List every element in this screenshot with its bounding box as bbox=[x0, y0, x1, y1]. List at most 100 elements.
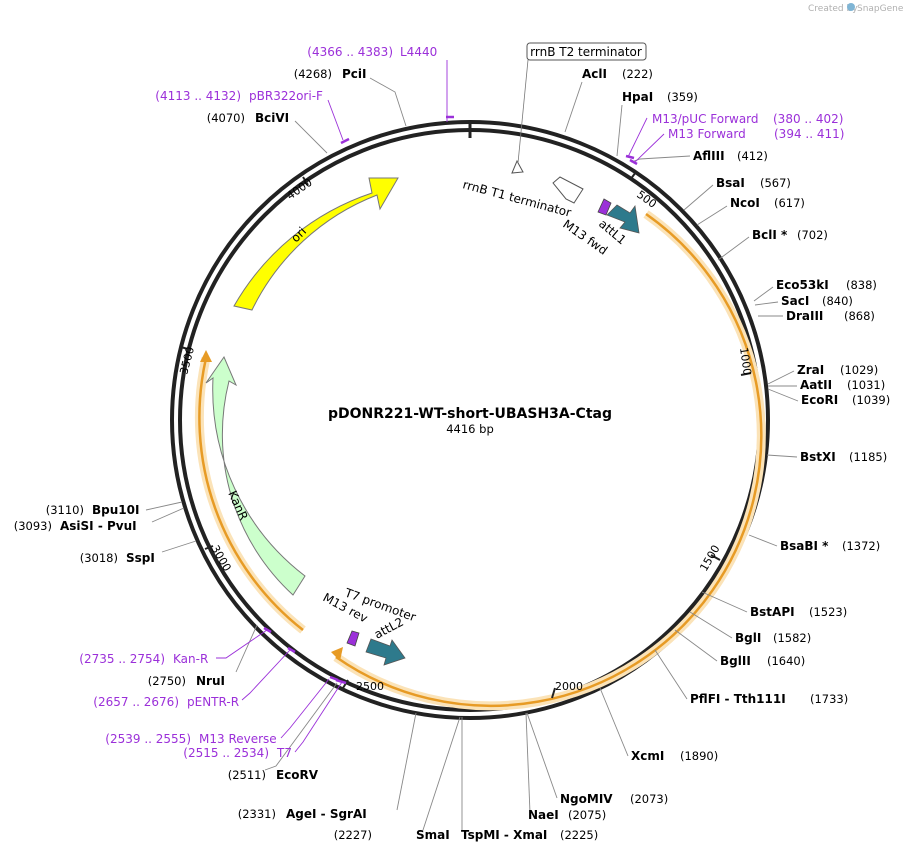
rrnb-t1-terminator-feature bbox=[552, 176, 584, 204]
site-labels: AclI(222)HpaI(359)AflIII(412)BsaI(567)Nc… bbox=[14, 45, 891, 842]
primer-leader-m13pucforward bbox=[627, 117, 648, 158]
enzyme-name-bgli: BglI bbox=[735, 631, 761, 645]
leader-bstapi bbox=[701, 591, 748, 613]
leader-ecori bbox=[767, 388, 799, 402]
enzyme-name-bcivi: BciVI bbox=[255, 111, 289, 125]
enzyme-pos-asisi: (3093) bbox=[14, 519, 52, 533]
enzyme-pos-eco53ki: (838) bbox=[846, 278, 877, 292]
enzyme-pos-ncoi: (617) bbox=[774, 196, 805, 210]
leader-bglii bbox=[674, 629, 718, 662]
enzyme-pos-sspi: (3018) bbox=[80, 551, 118, 565]
primer-leader-t7 bbox=[294, 681, 343, 753]
enzyme-name-sspi: SspI bbox=[126, 551, 155, 565]
plasmid-name: pDONR221-WT-short-UBASH3A-Ctag bbox=[328, 406, 612, 422]
leader-bcivi bbox=[294, 120, 328, 154]
tick-label-1000: 1000 bbox=[737, 347, 754, 377]
kanr-feature bbox=[205, 355, 306, 596]
leader-xcmi bbox=[599, 687, 629, 757]
primer-name-m13forward: M13 Forward bbox=[668, 127, 746, 141]
enzyme-pos-aatii: (1031) bbox=[847, 378, 885, 392]
enzyme-name-bglii: BglII bbox=[720, 654, 751, 668]
primer-mark-kanr bbox=[263, 626, 272, 634]
enzyme-name-bsabi: BsaBI * bbox=[780, 539, 829, 553]
enzyme-name-nrui: NruI bbox=[196, 674, 225, 688]
leader-pflfi bbox=[654, 649, 688, 700]
enzyme-pos-ngomiv: (2073) bbox=[630, 792, 668, 806]
leader-sspi bbox=[161, 540, 197, 553]
leader-naei bbox=[525, 712, 531, 814]
enzyme-name-naei: NaeI bbox=[528, 808, 559, 822]
leader-lines bbox=[145, 60, 799, 831]
kanr-label: KanR bbox=[225, 489, 250, 523]
orf-2-arrowhead-icon bbox=[200, 350, 212, 362]
enzyme-pos-smai: (2227) bbox=[334, 828, 372, 842]
enzyme-name-ncoi: NcoI bbox=[730, 196, 760, 210]
leader-eco53ki bbox=[753, 286, 774, 302]
primer-name-pbr322orif: pBR322ori-F bbox=[249, 89, 323, 103]
enzyme-pos-pflfi: (1733) bbox=[810, 692, 848, 706]
leader-asisi bbox=[151, 507, 185, 523]
enzyme-name-bstapi: BstAPI bbox=[750, 605, 795, 619]
enzyme-pos-ecorv: (2511) bbox=[228, 768, 266, 782]
enzyme-name-xcmi: XcmI bbox=[631, 749, 664, 763]
enzyme-name-ecorv: EcoRV bbox=[276, 768, 319, 782]
orf-arc bbox=[335, 212, 763, 708]
enzyme-name-eco53ki: Eco53kI bbox=[776, 278, 829, 292]
leader-bgli bbox=[689, 611, 733, 639]
attl2-label: attL2 bbox=[372, 615, 406, 642]
enzyme-pos-bstapi: (1523) bbox=[809, 605, 847, 619]
enzyme-name-smai: SmaI bbox=[416, 828, 450, 842]
primer-pos-m13pucforward: (380 .. 402) bbox=[773, 112, 843, 126]
tick-label-500: 500 bbox=[634, 188, 659, 211]
watermark-brand: SnapGene bbox=[857, 4, 904, 14]
rrnb-t2-label-box bbox=[526, 42, 647, 61]
enzyme-pos-saci: (840) bbox=[822, 294, 853, 308]
enzyme-name-bpu10i: Bpu10I bbox=[92, 503, 139, 517]
primer-mark-pbr322orif bbox=[340, 137, 350, 145]
tick-label-2000: 2000 bbox=[555, 680, 583, 693]
watermark-text: Created by bbox=[808, 4, 858, 14]
enzyme-pos-pcii: (4268) bbox=[294, 67, 332, 81]
primer-mark-m13pucforward bbox=[625, 154, 635, 160]
primer-leader-m13reverse bbox=[280, 678, 330, 739]
m13-fwd-feature bbox=[597, 198, 612, 216]
primer-leader-pbr322orif bbox=[327, 99, 344, 141]
primer-pos-m13reverse: (2539 .. 2555) bbox=[105, 732, 191, 746]
leader-smai bbox=[422, 716, 461, 831]
leader-saci bbox=[754, 301, 779, 306]
primer-mark-t7 bbox=[335, 678, 347, 685]
rrnb-t2-leader bbox=[517, 59, 529, 164]
leader-nrui bbox=[235, 624, 258, 673]
enzyme-pos-draiii: (868) bbox=[844, 309, 875, 323]
primer-pos-l4440: (4366 .. 4383) bbox=[307, 45, 393, 59]
primer-mark-pentrr bbox=[287, 646, 296, 654]
enzyme-name-pcii: PciI bbox=[342, 67, 367, 81]
backbone-outer-ring bbox=[170, 120, 770, 720]
orf-arc-glow bbox=[333, 210, 766, 711]
tick-label-2500: 2500 bbox=[356, 680, 384, 693]
enzyme-name-asisi: AsiSI - PvuI bbox=[60, 519, 137, 533]
m13-rev-feature bbox=[346, 630, 360, 647]
enzyme-pos-ecori: (1039) bbox=[852, 393, 890, 407]
enzyme-pos-bstxi: (1185) bbox=[849, 450, 887, 464]
enzyme-name-acli: AclI bbox=[582, 67, 607, 81]
leader-zrai bbox=[767, 370, 795, 385]
leader-hpai bbox=[616, 104, 623, 157]
enzyme-pos-bgli: (1582) bbox=[773, 631, 811, 645]
primer-mark-m13forward bbox=[629, 158, 638, 166]
primer-pos-m13forward: (394 .. 411) bbox=[774, 127, 844, 141]
primer-pos-pentrr: (2657 .. 2676) bbox=[93, 695, 179, 709]
primer-pos-t7: (2515 .. 2534) bbox=[183, 746, 269, 760]
enzyme-name-ecori: EcoRI bbox=[801, 393, 838, 407]
enzyme-pos-tspmi: (2225) bbox=[560, 828, 598, 842]
primer-name-t7: T7 bbox=[276, 746, 292, 760]
enzyme-pos-bcivi: (4070) bbox=[207, 111, 245, 125]
rrnb-t2-terminator-label: rrnB T2 terminator bbox=[530, 45, 642, 59]
enzyme-name-draiii: DraIII bbox=[786, 309, 823, 323]
primer-leader-pentrr bbox=[241, 649, 291, 701]
enzyme-name-aatii: AatII bbox=[800, 378, 832, 392]
primer-name-l4440: L4440 bbox=[400, 45, 437, 59]
primer-name-pentrr: pENTR-R bbox=[187, 695, 239, 709]
enzyme-pos-bcli: (702) bbox=[797, 228, 828, 242]
